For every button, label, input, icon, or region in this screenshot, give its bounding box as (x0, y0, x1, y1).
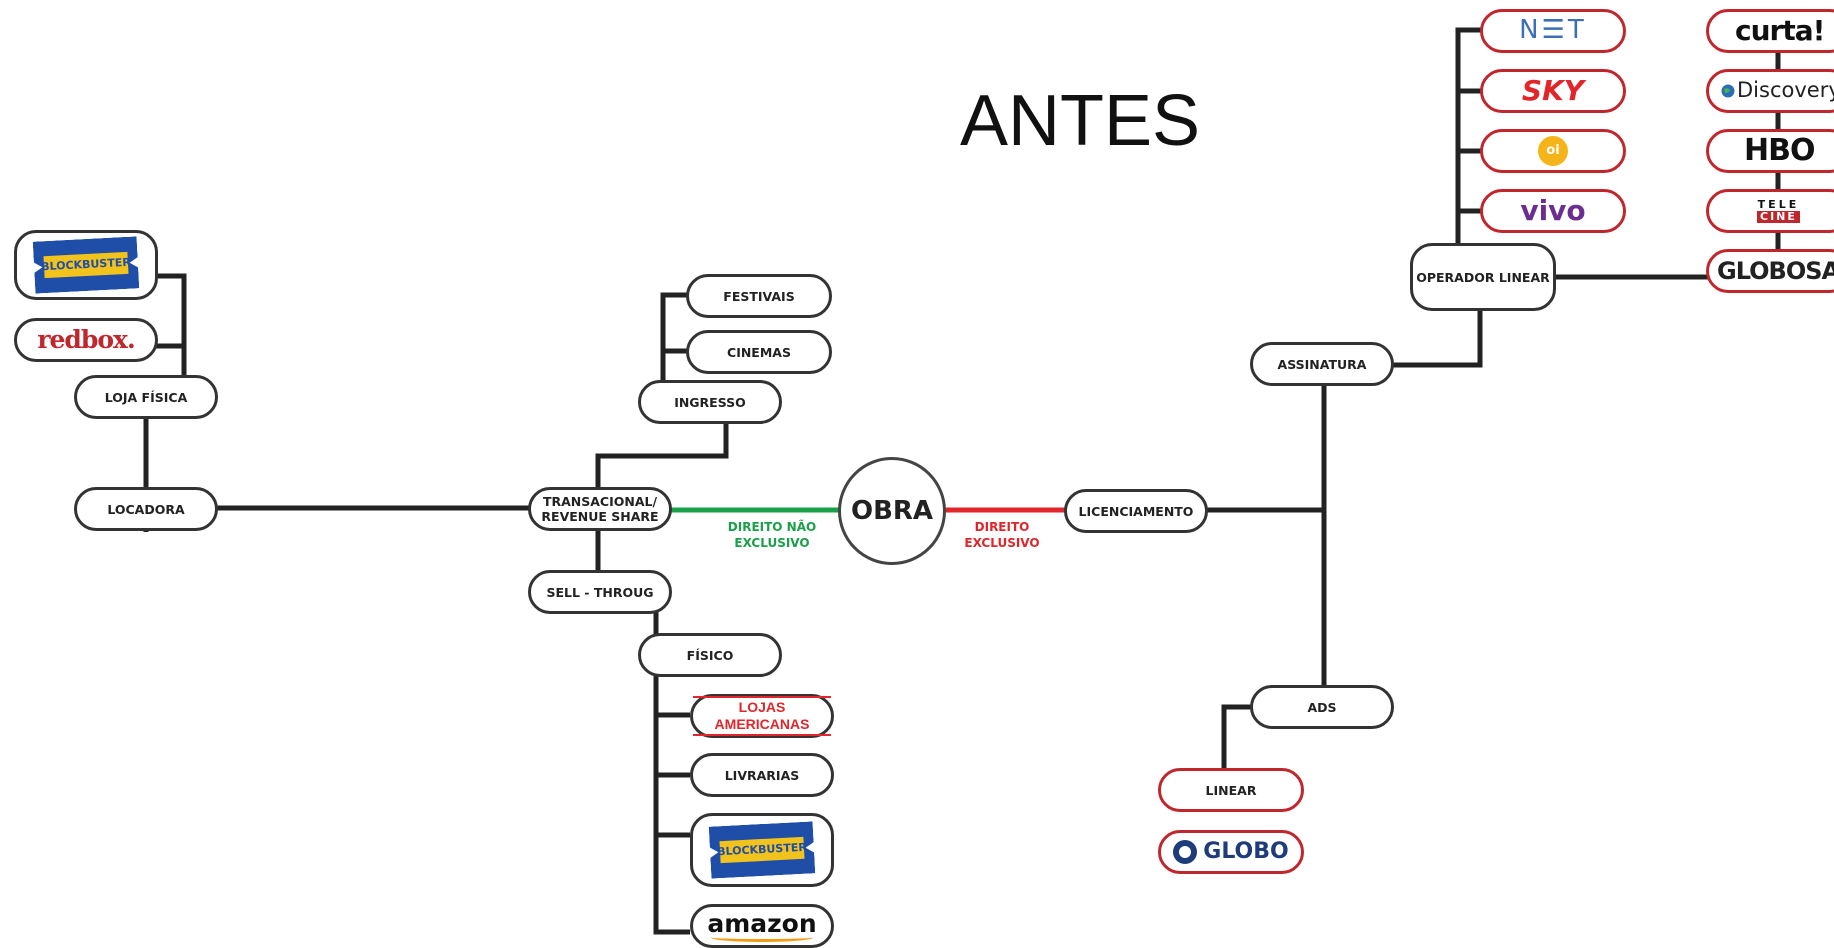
logo-node-redbox[interactable]: redbox. (14, 318, 158, 362)
node-festivais[interactable]: FESTIVAIS (686, 274, 832, 318)
node-transacional[interactable]: TRANSACIONAL/ REVENUE SHARE (528, 487, 672, 531)
blockbuster-logo-icon: BLOCKBUSTER (709, 821, 816, 878)
blockbuster-logo-icon: BLOCKBUSTER (33, 236, 140, 293)
logo-node-vivo[interactable]: vivo (1480, 189, 1626, 233)
node-locadora[interactable]: LOCADORA (74, 487, 218, 531)
edge-label-exclusivo: DIREITO EXCLUSIVO (964, 520, 1040, 550)
node-licenciamento[interactable]: LICENCIAMENTO (1064, 489, 1208, 533)
net-logo: N☰T (1519, 15, 1587, 46)
edge-label-nao-exclusivo: DIREITO NÃO EXCLUSIVO (727, 520, 817, 550)
node-sell-through[interactable]: SELL - THROUG (528, 570, 672, 614)
lojas-americanas-logo: LOJAS AMERICANAS (693, 696, 831, 736)
vivo-logo: vivo (1520, 194, 1586, 228)
logo-node-globosat[interactable]: GLOBOSAT (1706, 249, 1834, 293)
globosat-logo: GLOBOSAT (1717, 256, 1834, 285)
logo-node-blockbuster-fisico[interactable]: BLOCKBUSTER (690, 813, 834, 887)
logo-node-lojas-americanas[interactable]: LOJAS AMERICANAS (690, 694, 834, 738)
amazon-smile-icon (711, 933, 813, 942)
globo-logo: GLOBO (1173, 839, 1289, 865)
node-ingresso[interactable]: INGRESSO (638, 380, 782, 424)
page-title: ANTES (960, 81, 1201, 161)
logo-node-blockbuster-loja[interactable]: BLOCKBUSTER (14, 230, 158, 300)
logo-node-oi[interactable]: oi (1480, 129, 1626, 173)
hbo-logo: HBO (1744, 133, 1815, 168)
logo-node-hbo[interactable]: HBO (1706, 129, 1834, 173)
discovery-globe-icon (1721, 84, 1735, 98)
oi-logo-icon: oi (1538, 136, 1568, 166)
node-ads[interactable]: ADS (1250, 685, 1394, 729)
node-fisico[interactable]: FÍSICO (638, 633, 782, 677)
logo-node-globo[interactable]: GLOBO (1158, 830, 1304, 874)
logo-node-discovery[interactable]: Discovery (1706, 69, 1834, 113)
logo-node-amazon[interactable]: amazon (690, 904, 834, 948)
curta-logo: curta! (1735, 14, 1825, 48)
logo-node-sky[interactable]: SKY (1480, 69, 1626, 113)
sky-logo: SKY (1521, 74, 1585, 108)
node-cinemas[interactable]: CINEMAS (686, 330, 832, 374)
node-operador-linear[interactable]: OPERADOR LINEAR (1410, 243, 1556, 311)
node-linear[interactable]: LINEAR (1158, 768, 1304, 812)
redbox-logo: redbox. (37, 325, 135, 354)
center-node-obra[interactable]: OBRA (838, 457, 946, 565)
globo-ball-icon (1173, 839, 1198, 864)
logo-node-net[interactable]: N☰T (1480, 9, 1626, 53)
amazon-logo: amazon (707, 911, 817, 942)
logo-node-curta[interactable]: curta! (1706, 9, 1834, 53)
discovery-logo: Discovery (1721, 78, 1834, 103)
node-loja-fisica[interactable]: LOJA FÍSICA (74, 375, 218, 419)
node-livrarias[interactable]: LIVRARIAS (690, 753, 834, 797)
node-assinatura[interactable]: ASSINATURA (1250, 342, 1394, 386)
